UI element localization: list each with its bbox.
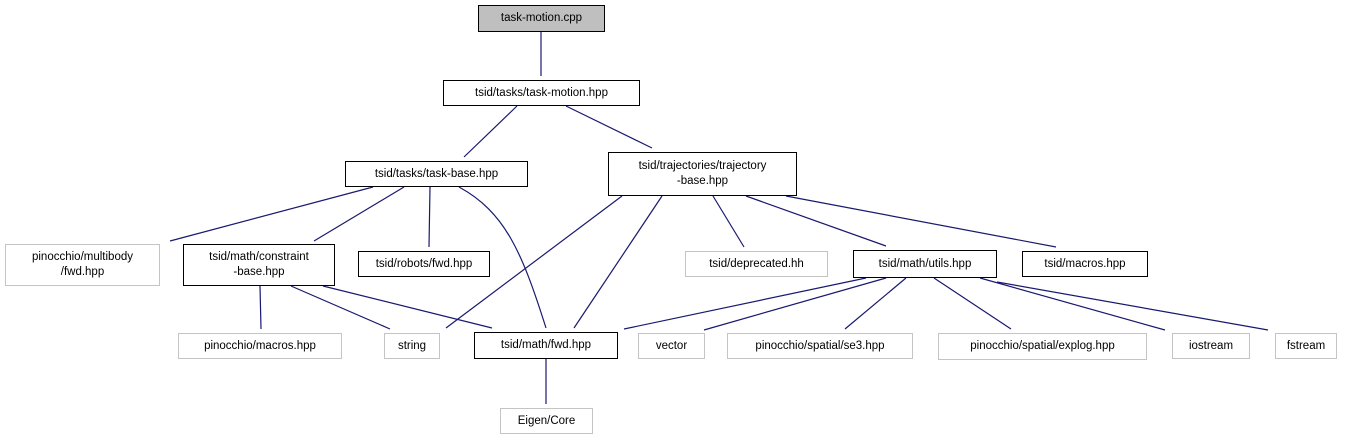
node-label: pinocchio/spatial/explog.hpp <box>970 340 1115 353</box>
node-label: tsid/tasks/task-base.hpp <box>374 167 499 180</box>
edge-tsid-trajectories-trajectory-base-hpp-to-tsid-macros-hpp <box>785 195 1057 248</box>
node-label: pinocchio/multibody <box>31 251 133 264</box>
edge-tsid-math-utils-hpp-to-pinocchio-spatial-se3-hpp <box>844 277 907 330</box>
node-pinocchio-spatial-explog-hpp[interactable]: pinocchio/spatial/explog.hpp <box>938 333 1147 360</box>
edge-tsid-tasks-task-base-hpp-to-tsid-math-constraint-base-hpp <box>313 186 405 242</box>
node-label: /fwd.hpp <box>60 266 105 278</box>
edge-tsid-trajectories-trajectory-base-hpp-to-tsid-deprecated-hh <box>712 195 745 248</box>
node-fstream[interactable]: fstream <box>1275 333 1337 359</box>
node-tsid-tasks-task-motion-hpp[interactable]: tsid/tasks/task-motion.hpp <box>443 80 640 106</box>
node-eigen-core[interactable]: Eigen/Core <box>500 408 593 434</box>
node-label: tsid/trajectories/trajectory <box>638 160 767 173</box>
node-vector[interactable]: vector <box>638 333 705 359</box>
edge-tsid-tasks-task-motion-hpp-to-tsid-trajectories-trajectory-base-hpp <box>565 105 653 149</box>
edge-tsid-math-utils-hpp-to-pinocchio-spatial-explog-hpp <box>933 277 1012 330</box>
node-label: tsid/math/fwd.hpp <box>500 339 592 352</box>
node-label: vector <box>655 339 688 352</box>
edge-tsid-math-utils-hpp-to-vector <box>703 277 887 331</box>
node-label: -base.hpp <box>233 266 285 278</box>
edge-tsid-tasks-task-motion-hpp-to-tsid-tasks-task-base-hpp <box>463 105 518 158</box>
node-pinocchio-spatial-se3-hpp[interactable]: pinocchio/spatial/se3.hpp <box>727 333 913 359</box>
node-label: tsid/deprecated.hh <box>709 257 804 270</box>
node-tsid-macros-hpp[interactable]: tsid/macros.hpp <box>1022 251 1148 277</box>
edge-tsid-math-utils-hpp-to-iostream <box>979 277 1166 331</box>
node-label: -base.hpp <box>676 175 729 187</box>
node-tsid-trajectories-trajectory-base-hpp[interactable]: tsid/trajectories/trajectory -base.hpp <box>608 152 797 196</box>
node-label: task-motion.cpp <box>500 12 583 25</box>
edge-tsid-math-constraint-base-hpp-to-pinocchio-macros-hpp <box>259 285 262 330</box>
edge-tsid-tasks-task-base-hpp-to-pinocchio-multibody-fwd-hpp <box>169 186 374 242</box>
node-tsid-tasks-task-base-hpp[interactable]: tsid/tasks/task-base.hpp <box>345 161 528 187</box>
edge-tsid-math-utils-hpp-to-fstream <box>996 281 1269 331</box>
edge-tsid-trajectories-trajectory-base-hpp-to-tsid-math-utils-hpp <box>745 195 887 247</box>
node-label: tsid/math/constraint <box>209 251 309 264</box>
edge-tsid-trajectories-trajectory-base-hpp-to-tsid-math-fwd-hpp <box>573 195 663 329</box>
node-tsid-math-constraint-base-hpp[interactable]: tsid/math/constraint -base.hpp <box>183 244 335 286</box>
edge-tsid-math-constraint-base-hpp-to-tsid-math-fwd-hpp <box>322 285 493 329</box>
edge-tsid-tasks-task-base-hpp-to-tsid-robots-fwd-hpp <box>428 186 431 248</box>
node-label: pinocchio/macros.hpp <box>204 339 316 352</box>
node-pinocchio-multibody-fwd-hpp[interactable]: pinocchio/multibody/fwd.hpp <box>5 244 160 286</box>
edge-tsid-math-utils-hpp-to-tsid-math-fwd-hpp <box>623 277 867 330</box>
node-tsid-math-utils-hpp[interactable]: tsid/math/utils.hpp <box>853 250 997 278</box>
node-label: tsid/robots/fwd.hpp <box>375 257 473 270</box>
node-label: Eigen/Core <box>517 414 576 427</box>
node-label: tsid/math/utils.hpp <box>878 257 972 270</box>
edge-tsid-math-constraint-base-hpp-to-string <box>290 285 391 330</box>
node-task-motion-cpp[interactable]: task-motion.cpp <box>478 5 605 32</box>
node-label: fstream <box>1286 339 1326 352</box>
node-label: tsid/macros.hpp <box>1044 257 1126 270</box>
node-pinocchio-macros-hpp[interactable]: pinocchio/macros.hpp <box>178 333 342 359</box>
node-string[interactable]: string <box>384 333 440 359</box>
node-label: tsid/tasks/task-motion.hpp <box>475 86 608 99</box>
node-iostream[interactable]: iostream <box>1172 333 1250 359</box>
node-label: pinocchio/spatial/se3.hpp <box>755 339 885 352</box>
node-tsid-robots-fwd-hpp[interactable]: tsid/robots/fwd.hpp <box>358 251 490 277</box>
node-tsid-math-fwd-hpp[interactable]: tsid/math/fwd.hpp <box>474 332 618 359</box>
node-tsid-deprecated-hh[interactable]: tsid/deprecated.hh <box>685 251 828 277</box>
node-label: iostream <box>1188 339 1234 352</box>
node-label: string <box>397 339 427 352</box>
